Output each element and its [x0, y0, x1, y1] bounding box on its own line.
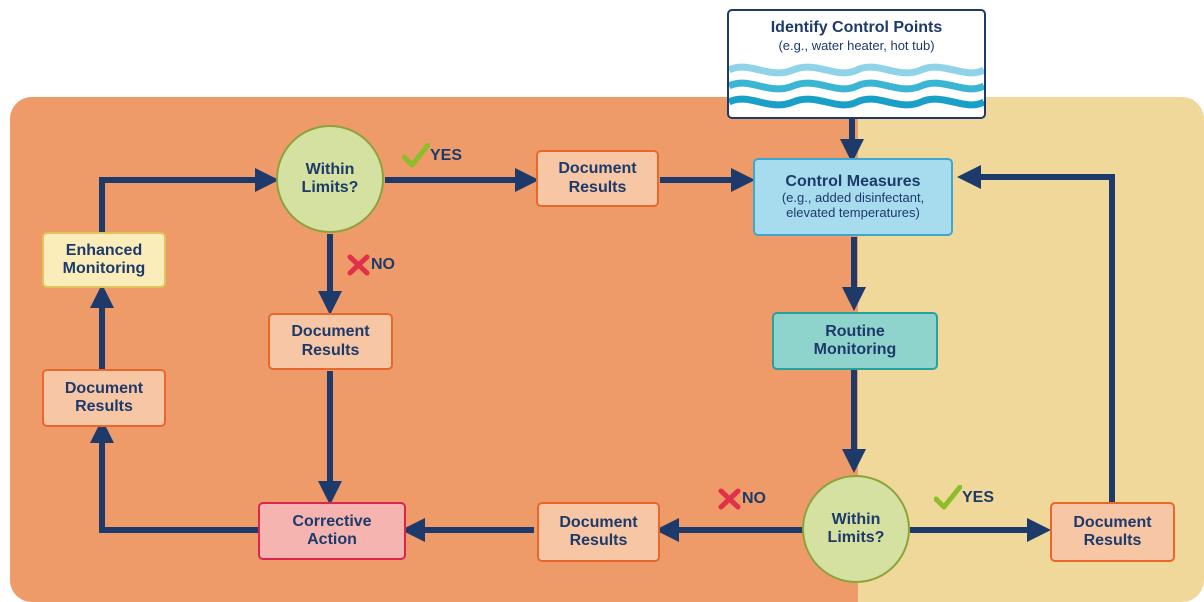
routine-line1: Routine	[825, 322, 885, 340]
enhanced-line2: Monitoring	[62, 260, 146, 277]
document-results-left: Document Results	[42, 369, 166, 427]
within-limits-bottom: Within Limits?	[802, 475, 910, 583]
corrective-action-box: Corrective Action	[258, 502, 406, 560]
doc-line1: Document	[1073, 513, 1152, 531]
doc-line1: Document	[559, 513, 638, 531]
within-line2: Limits?	[301, 179, 359, 196]
within-line1: Within	[831, 510, 881, 528]
checkmark-icon	[934, 485, 962, 510]
no-label-top: NO	[347, 254, 395, 276]
doc-line2: Results	[75, 398, 133, 415]
within-limits-top: Within Limits?	[276, 125, 384, 233]
x-mark-icon	[718, 488, 741, 510]
within-line2: Limits?	[827, 529, 885, 546]
control-measures-box: Control Measures (e.g., added disinfecta…	[753, 158, 953, 236]
document-results-right: Document Results	[1050, 502, 1175, 562]
x-mark-icon	[347, 254, 370, 276]
control-line2: elevated temperatures)	[786, 205, 920, 221]
routine-line2: Monitoring	[813, 341, 897, 358]
enhanced-monitoring-box: Enhanced Monitoring	[42, 232, 166, 288]
identify-subtitle: (e.g., water heater, hot tub)	[778, 38, 935, 54]
doc-line2: Results	[568, 178, 627, 196]
yes-text: YES	[962, 489, 995, 506]
checkmark-icon	[402, 143, 430, 168]
document-results-top: Document Results	[536, 150, 659, 207]
doc-line1: Document	[558, 160, 637, 178]
document-results-center: Document Results	[268, 313, 393, 370]
routine-monitoring-box: Routine Monitoring	[772, 312, 938, 370]
doc-line2: Results	[301, 341, 360, 359]
document-results-bottom: Document Results	[537, 502, 660, 562]
yes-label-top: YES	[402, 143, 462, 169]
arrow-enhanced-to-limits	[99, 168, 279, 232]
doc-line1: Document	[291, 323, 370, 341]
identify-control-points-box: Identify Control Points (e.g., water hea…	[727, 9, 986, 119]
corrective-line2: Action	[307, 531, 357, 548]
corrective-line1: Corrective	[292, 512, 372, 530]
doc-line2: Results	[569, 532, 628, 549]
within-line1: Within	[305, 160, 355, 178]
doc-line1: Document	[64, 379, 144, 397]
no-label-bottom: NO	[718, 488, 766, 510]
doc-line2: Results	[1083, 532, 1142, 549]
water-waves-icon	[729, 63, 984, 109]
identify-title: Identify Control Points	[770, 19, 943, 36]
control-line1: (e.g., added disinfectant,	[781, 190, 925, 206]
yes-label-bottom: YES	[934, 485, 994, 511]
arrow-doc-back-to-control	[957, 165, 1115, 502]
yes-text: YES	[430, 147, 463, 164]
arrow-corrective-to-doc	[90, 419, 258, 533]
no-text: NO	[371, 256, 395, 273]
enhanced-line1: Enhanced	[65, 241, 143, 259]
control-title: Control Measures	[785, 172, 921, 190]
no-text: NO	[742, 490, 766, 507]
